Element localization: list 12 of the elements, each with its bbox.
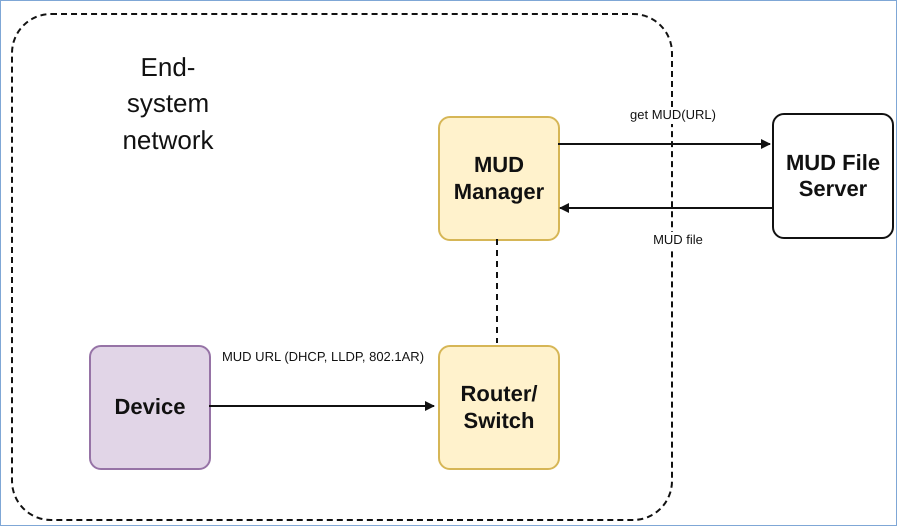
process-box <box>438 116 560 241</box>
box-label: MUD File Server <box>784 150 882 202</box>
process-box <box>772 113 894 239</box>
arrow <box>559 203 772 213</box>
box-label: MUD Manager <box>452 152 546 205</box>
arrow <box>558 139 771 149</box>
box-label: Router/ Switch <box>460 381 538 434</box>
process-box <box>89 345 211 470</box>
arrow <box>209 401 435 411</box>
region-label: End-system network <box>121 51 215 157</box>
box-label: Device <box>114 394 186 421</box>
process-box <box>438 345 560 470</box>
